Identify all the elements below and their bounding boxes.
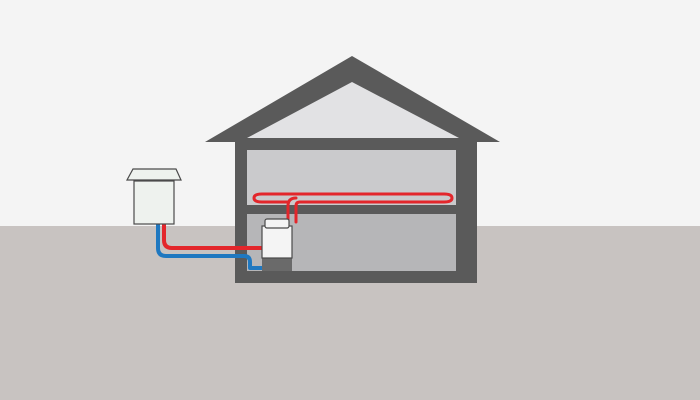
indoor-unit-cap [264,218,290,229]
indoor-unit [261,218,293,271]
outdoor-unit-cap [125,168,182,181]
indoor-unit-icon [261,225,293,259]
indoor-unit-base [262,256,292,271]
supply-pipe-icon [162,220,264,250]
outdoor-heat-pump-icon [133,180,175,225]
return-line [156,220,264,270]
upper-floor-room [247,150,456,205]
ceiling-heating-loop [252,192,454,224]
outdoor-unit [125,168,182,225]
supply-line [162,220,264,250]
return-pipe-icon [156,220,264,270]
heating-loop-icon [252,192,454,204]
attic-space [247,82,459,138]
